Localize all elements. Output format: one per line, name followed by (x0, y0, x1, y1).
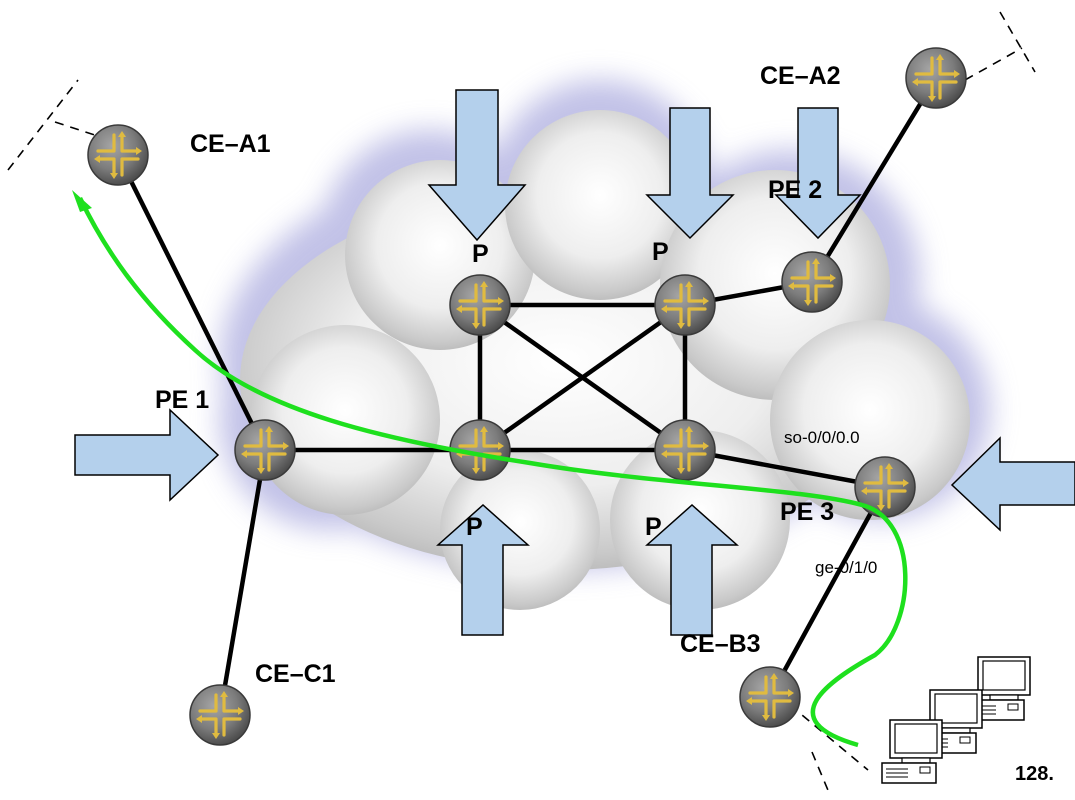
workstation-icon (881, 719, 943, 784)
arrow-down-right (774, 107, 862, 240)
router-icon (233, 418, 297, 482)
label-pe3: PE 3 (780, 498, 834, 526)
router-icon (188, 683, 252, 747)
label-interface-so: so-0/0/0.0 (784, 428, 860, 447)
label-interface-ge: ge-0/1/0 (815, 558, 877, 577)
router-icon (86, 123, 150, 187)
workstation-group (881, 656, 1031, 784)
label-p-bottom-right: P (645, 513, 662, 541)
label-ce-a2: CE–A2 (760, 62, 841, 90)
external-dashed-links (7, 11, 1036, 796)
arrow-down-middle (645, 107, 735, 240)
label-ce-c1: CE–C1 (255, 660, 336, 688)
traffic-arrows (74, 89, 1075, 636)
label-ce-a1: CE–A1 (190, 130, 271, 158)
traffic-path (72, 190, 908, 748)
router-icon (738, 665, 802, 729)
router-icon (653, 418, 717, 482)
label-p-top-right: P (652, 238, 669, 266)
label-ce-b3: CE–B3 (680, 630, 761, 658)
arrow-left-pe3 (950, 436, 1075, 532)
label-pe1: PE 1 (155, 386, 209, 414)
arrow-up-left (436, 503, 530, 636)
arrow-right-pe1 (74, 408, 220, 502)
label-pe2: PE 2 (768, 176, 822, 204)
label-p-top-left: P (472, 240, 489, 268)
router-icon (653, 273, 717, 337)
page-number: 128. (1015, 763, 1054, 785)
label-p-bottom-left: P (466, 513, 483, 541)
network-cloud (220, 80, 990, 610)
arrow-down-left (427, 89, 527, 242)
arrow-up-right (645, 503, 739, 636)
router-icon (780, 250, 844, 314)
router-icon (448, 273, 512, 337)
router-icon (853, 455, 917, 519)
labels: CE–A1 CE–A2 PE 2 PE 1 P P P P PE 3 CE–B3… (155, 62, 1054, 785)
router-icon (904, 46, 968, 110)
